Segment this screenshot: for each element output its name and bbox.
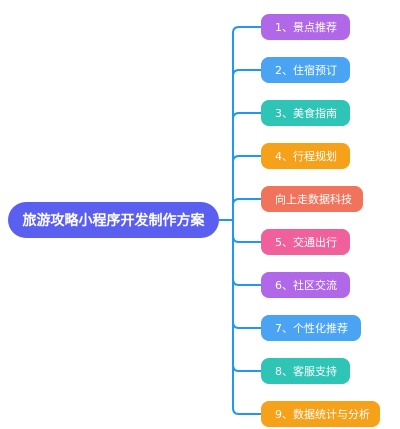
branch-label: 6、社区交流 — [275, 279, 337, 292]
branch-itinerary-planning[interactable]: 4、行程规划 — [261, 143, 350, 169]
branch-label: 7、个性化推荐 — [275, 322, 348, 335]
branch-label: 3、美食指南 — [275, 107, 337, 120]
branch-label: 向上走数据科技 — [275, 193, 352, 206]
branch-connector-4 — [232, 155, 261, 220]
branch-connector-10 — [232, 220, 261, 415]
branch-company-name[interactable]: 向上走数据科技 — [261, 186, 363, 212]
branch-connector-5 — [232, 198, 261, 220]
branch-label: 8、客服支持 — [275, 365, 337, 378]
branch-accommodation-booking[interactable]: 2、住宿预订 — [261, 57, 350, 83]
branch-label: 5、交通出行 — [275, 236, 337, 249]
branch-community[interactable]: 6、社区交流 — [261, 272, 350, 298]
branch-label: 9、数据统计与分析 — [275, 408, 370, 421]
branch-connector-7 — [232, 220, 261, 286]
branch-food-guide[interactable]: 3、美食指南 — [261, 100, 350, 126]
branch-connector-2 — [232, 69, 261, 220]
root-topic[interactable]: 旅游攻略小程序开发制作方案 — [8, 202, 219, 238]
branch-connector-8 — [232, 220, 261, 329]
branch-connector-3 — [232, 112, 261, 220]
root-topic-label: 旅游攻略小程序开发制作方案 — [22, 213, 205, 229]
branch-connector-6 — [232, 220, 261, 243]
branch-customer-support[interactable]: 8、客服支持 — [261, 358, 350, 384]
branch-transportation[interactable]: 5、交通出行 — [261, 229, 350, 255]
branch-data-analytics[interactable]: 9、数据统计与分析 — [261, 401, 380, 427]
branch-label: 4、行程规划 — [275, 150, 337, 163]
branch-attraction-recommendation[interactable]: 1、景点推荐 — [261, 14, 350, 40]
branch-label: 1、景点推荐 — [275, 21, 337, 34]
branch-personalized-recommendation[interactable]: 7、个性化推荐 — [261, 315, 361, 341]
branch-connector-1 — [232, 26, 261, 220]
branch-label: 2、住宿预订 — [275, 64, 337, 77]
